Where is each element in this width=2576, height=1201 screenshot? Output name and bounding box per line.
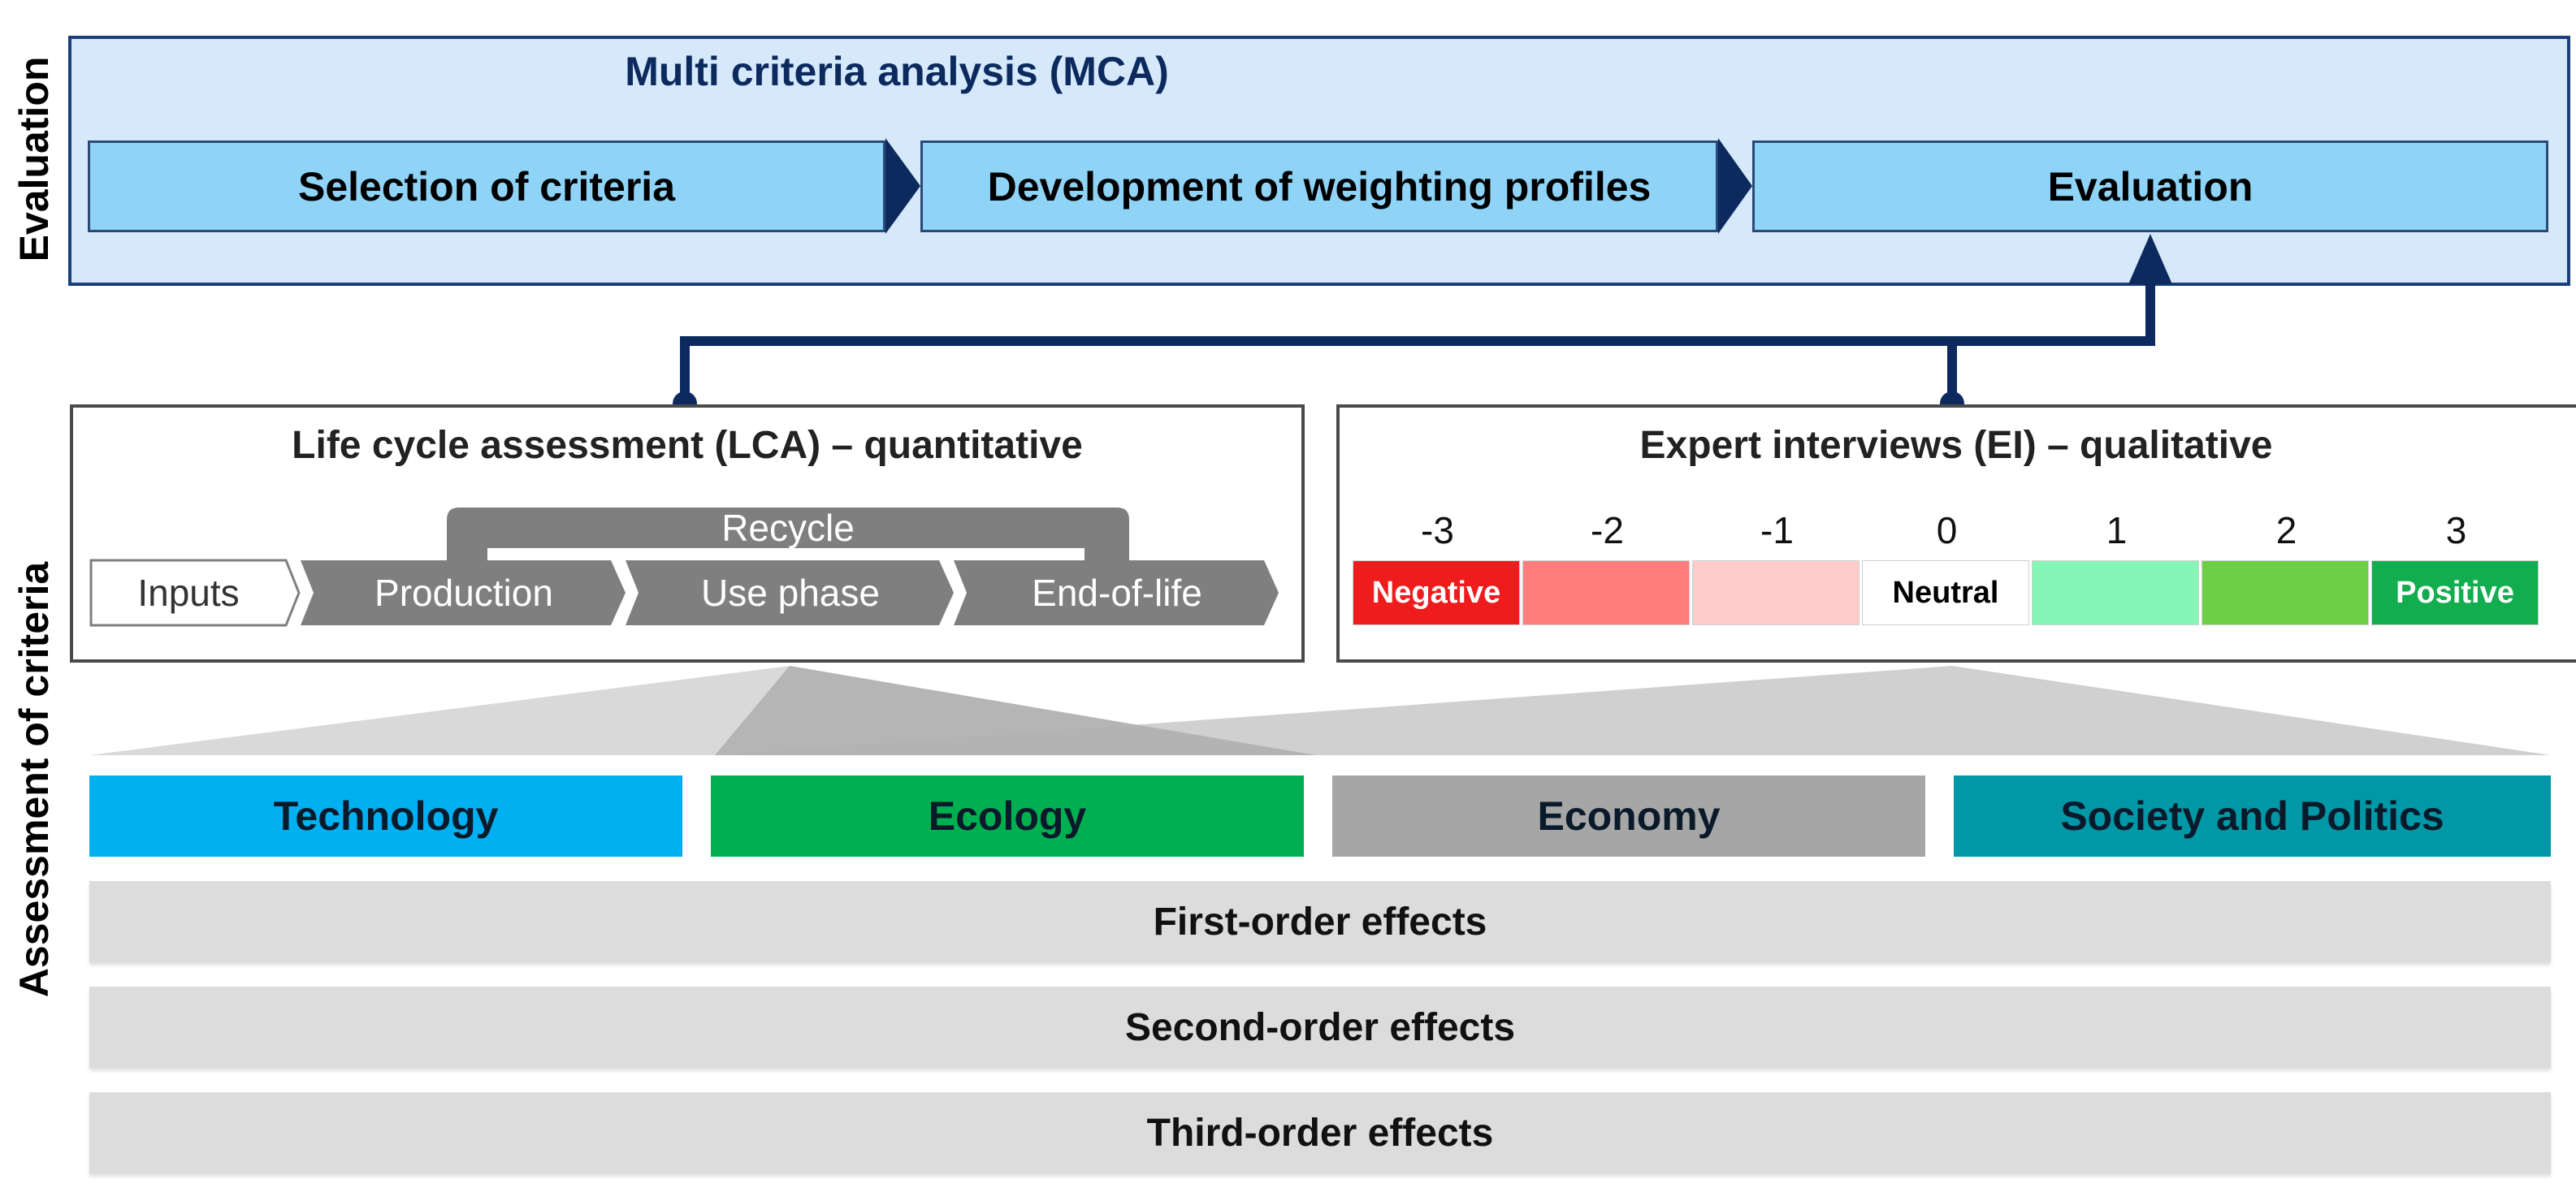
scale-cell [1522, 560, 1690, 625]
category-economy: Economy [1332, 775, 1925, 857]
step-arrowhead-2 [1718, 138, 1752, 234]
scale-cell: Neutral [1862, 560, 2029, 625]
connector-line [680, 276, 2155, 403]
scale-value: -1 [1760, 509, 1794, 551]
step-arrowhead-1 [885, 138, 920, 234]
effect-third-order: Third-order effects [89, 1092, 2551, 1173]
category-technology: Technology [89, 775, 682, 857]
chain-eol-shape [954, 560, 1279, 625]
scale-cell: Negative [1353, 560, 1520, 625]
mca-step-weighting: Development of weighting profiles [920, 140, 1718, 232]
scale-cell: Positive [2371, 560, 2539, 625]
evaluation-arrowhead [2128, 234, 2172, 284]
scale-value: 2 [2275, 509, 2297, 551]
scale-cell [2202, 560, 2369, 625]
category-society-politics: Society and Politics [1954, 775, 2551, 857]
chain-inputs-label: Inputs [137, 572, 240, 614]
mca-step-evaluation: Evaluation [1752, 140, 2548, 232]
chain-production-shape [301, 560, 626, 625]
effect-second-order: Second-order effects [89, 987, 2551, 1068]
chain-eol-label: End-of-life [1032, 572, 1202, 614]
chain-use-label: Use phase [701, 572, 880, 614]
chain-use-shape [626, 560, 954, 625]
mca-title: Multi criteria analysis (MCA) [625, 49, 1169, 94]
category-ecology: Ecology [711, 775, 1304, 857]
chain-inputs-shape [89, 559, 301, 627]
scale-value: 0 [1936, 509, 1958, 551]
scale-value: 3 [2445, 509, 2467, 551]
mca-step-selection: Selection of criteria [88, 140, 885, 232]
scale-cell [1692, 560, 1859, 625]
ei-title: Expert interviews (EI) – qualitative [1639, 423, 2273, 467]
scale-value: 1 [2106, 509, 2128, 551]
effect-first-order: First-order effects [89, 881, 2551, 962]
recycle-bracket [447, 508, 1129, 572]
recycle-label: Recycle [721, 507, 855, 549]
chain-production-label: Production [374, 572, 553, 614]
scale-value: -2 [1591, 509, 1624, 551]
scale-value: -3 [1421, 509, 1454, 551]
lca-title: Life cycle assessment (LCA) – quantitati… [292, 423, 1083, 467]
scale-cell [2032, 560, 2199, 625]
